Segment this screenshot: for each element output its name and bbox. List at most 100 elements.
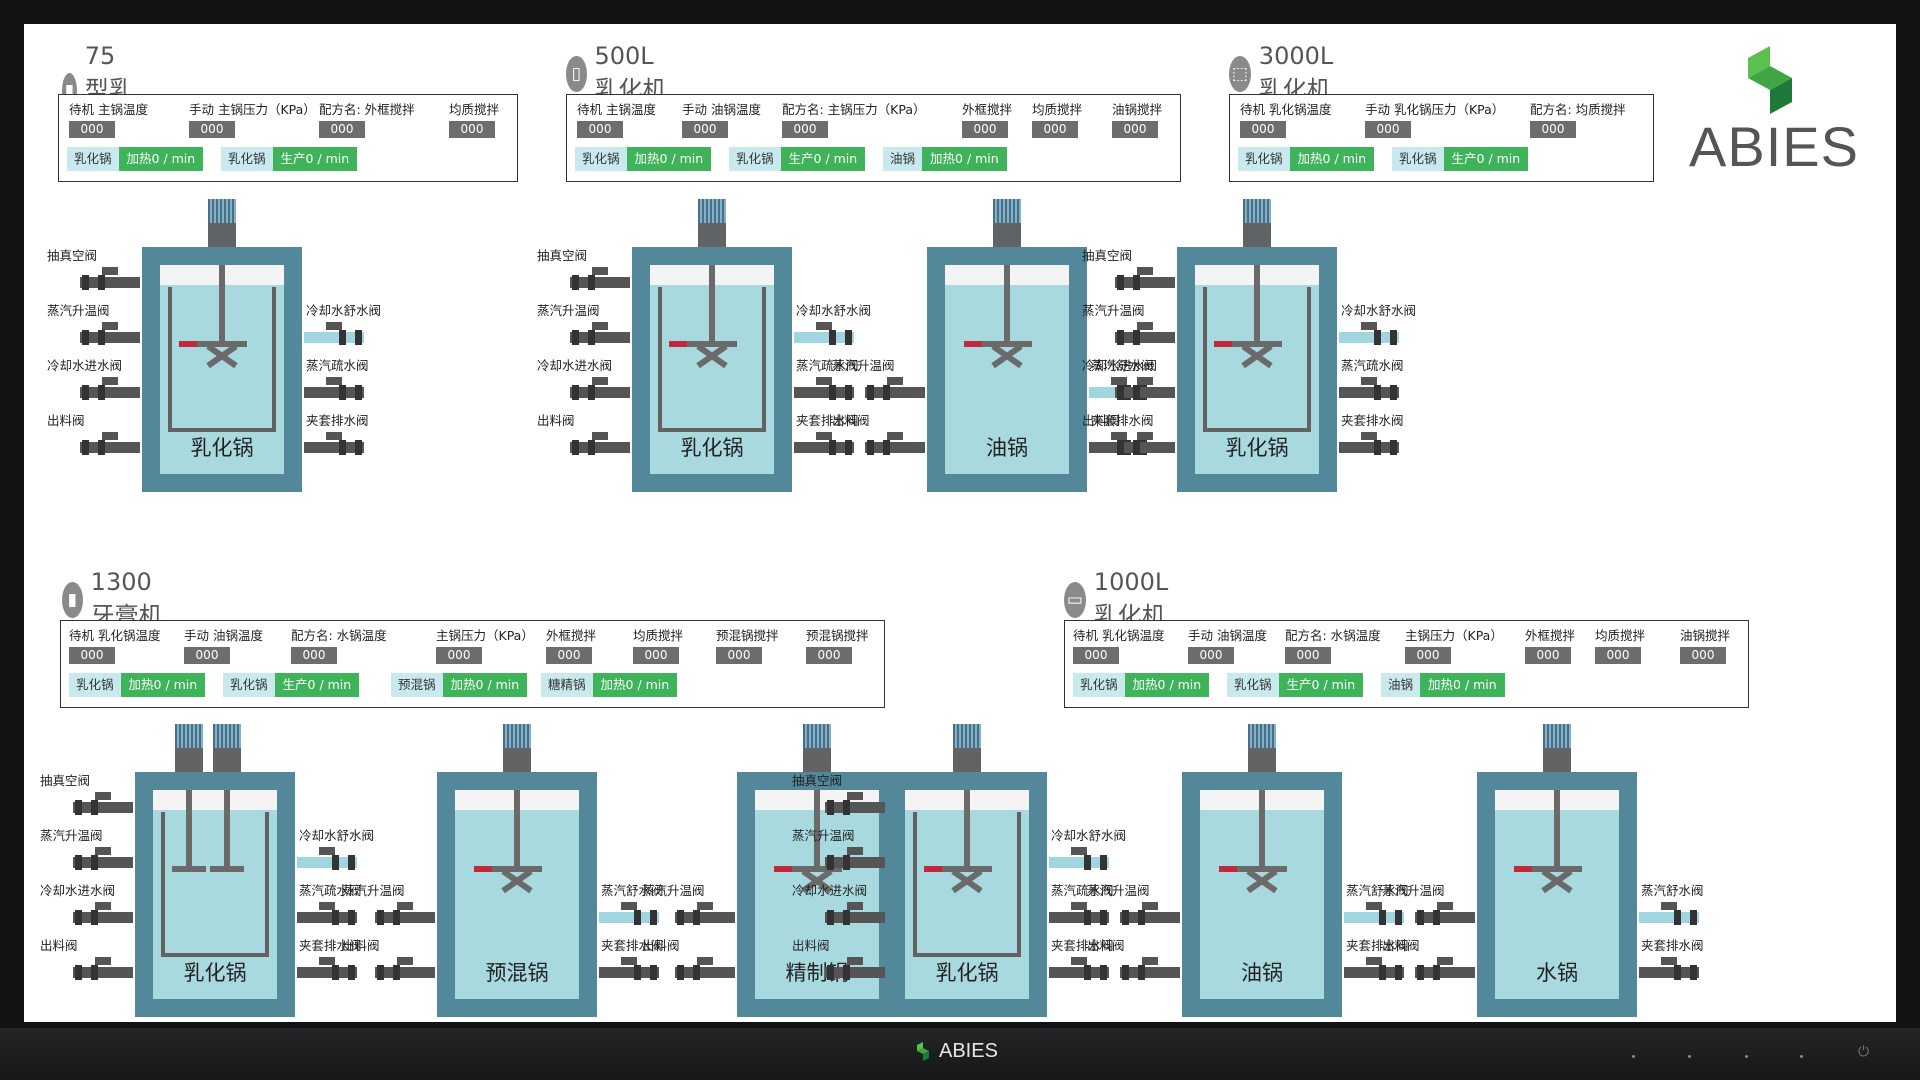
status-chip[interactable]: 油锅加热0 / min	[1381, 673, 1505, 697]
field-value[interactable]: 000	[806, 647, 852, 664]
valve-flange	[1690, 965, 1697, 980]
status-chip[interactable]: 乳化锅生产0 / min	[221, 147, 358, 171]
valve-icon[interactable]	[599, 957, 659, 987]
valve-icon[interactable]	[1344, 902, 1404, 932]
field-value[interactable]: 000	[1032, 121, 1078, 138]
valve-icon[interactable]	[73, 792, 133, 822]
field-value[interactable]: 000	[189, 121, 235, 138]
status-chip[interactable]: 乳化锅加热0 / min	[575, 147, 712, 171]
field-label: 主锅压力（KPa）	[436, 628, 534, 643]
field-value[interactable]: 000	[682, 121, 728, 138]
status-chip[interactable]: 乳化锅生产0 / min	[1392, 147, 1529, 171]
valve-icon[interactable]	[794, 322, 854, 352]
field-value[interactable]: 000	[1405, 647, 1451, 664]
valve-icon[interactable]	[80, 267, 140, 297]
valve-icon[interactable]	[1120, 957, 1180, 987]
field-value[interactable]: 000	[1073, 647, 1119, 664]
field-value[interactable]: 000	[546, 647, 592, 664]
valve-icon[interactable]	[73, 957, 133, 987]
field-value[interactable]: 000	[1365, 121, 1411, 138]
valve-icon[interactable]	[825, 792, 885, 822]
valve-icon[interactable]	[304, 432, 364, 462]
valve-icon[interactable]	[599, 902, 659, 932]
field-value[interactable]: 000	[962, 121, 1008, 138]
field-value[interactable]: 000	[184, 647, 230, 664]
valve-icon[interactable]	[375, 957, 435, 987]
valve-icon[interactable]	[1049, 902, 1109, 932]
field-value[interactable]: 000	[577, 121, 623, 138]
valve-icon[interactable]	[375, 902, 435, 932]
status-chip[interactable]: 乳化锅生产0 / min	[223, 673, 360, 697]
field-value[interactable]: 000	[1240, 121, 1286, 138]
valve-icon[interactable]	[1049, 847, 1109, 877]
field-value[interactable]: 000	[1530, 121, 1576, 138]
valve-icon[interactable]	[1339, 432, 1399, 462]
valve-icon[interactable]	[570, 267, 630, 297]
valve-icon[interactable]	[80, 432, 140, 462]
field-value[interactable]: 000	[1525, 647, 1571, 664]
valve-icon[interactable]	[80, 322, 140, 352]
valve-icon[interactable]	[1339, 377, 1399, 407]
valve-icon[interactable]	[80, 377, 140, 407]
valve-icon[interactable]	[1115, 322, 1175, 352]
valve-icon[interactable]	[1339, 322, 1399, 352]
valve-icon[interactable]	[297, 847, 357, 877]
field-value[interactable]: 000	[69, 121, 115, 138]
status-chip[interactable]: 乳化锅生产0 / min	[729, 147, 866, 171]
field-value[interactable]: 000	[1285, 647, 1331, 664]
valve-icon[interactable]	[865, 432, 925, 462]
status-chip[interactable]: 乳化锅生产0 / min	[1227, 673, 1364, 697]
field-value[interactable]: 000	[291, 647, 337, 664]
valve-icon[interactable]	[1639, 957, 1699, 987]
valve-icon[interactable]	[304, 377, 364, 407]
valve-icon[interactable]	[825, 902, 885, 932]
status-chip[interactable]: 预混锅加热0 / min	[391, 673, 528, 697]
valve-icon[interactable]	[1120, 902, 1180, 932]
valve-icon[interactable]	[73, 902, 133, 932]
valve-icon[interactable]	[1049, 957, 1109, 987]
valve-icon[interactable]	[794, 377, 854, 407]
status-chip[interactable]: 油锅加热0 / min	[883, 147, 1007, 171]
valve-icon[interactable]	[1344, 957, 1404, 987]
valve-icon[interactable]	[1115, 432, 1175, 462]
valve-icon[interactable]	[825, 847, 885, 877]
valve-icon[interactable]	[865, 377, 925, 407]
valve-icon[interactable]	[304, 322, 364, 352]
valve-icon[interactable]	[1415, 902, 1475, 932]
power-icon[interactable]: ⏻	[1858, 1044, 1870, 1060]
field-value[interactable]: 000	[436, 647, 482, 664]
valve-icon[interactable]	[570, 322, 630, 352]
valve-flange	[1133, 275, 1140, 290]
field-value[interactable]: 000	[782, 121, 828, 138]
valve-icon[interactable]	[1115, 267, 1175, 297]
valve-icon[interactable]	[794, 432, 854, 462]
status-chip[interactable]: 乳化锅加热0 / min	[1238, 147, 1375, 171]
valve-icon[interactable]	[570, 377, 630, 407]
field-value[interactable]: 000	[633, 647, 679, 664]
tank-interior	[160, 265, 284, 474]
field-value[interactable]: 000	[716, 647, 762, 664]
field-value[interactable]: 000	[69, 647, 115, 664]
valve-icon[interactable]	[1115, 377, 1175, 407]
valve-icon[interactable]	[675, 957, 735, 987]
field-value[interactable]: 000	[1680, 647, 1726, 664]
status-chip[interactable]: 乳化锅加热0 / min	[69, 673, 206, 697]
field-value[interactable]: 000	[319, 121, 365, 138]
status-chip[interactable]: 乳化锅加热0 / min	[1073, 673, 1210, 697]
valve-icon[interactable]	[1639, 902, 1699, 932]
field-value[interactable]: 000	[1595, 647, 1641, 664]
valve-icon[interactable]	[297, 902, 357, 932]
valve-icon[interactable]	[73, 847, 133, 877]
valve-icon[interactable]	[1415, 957, 1475, 987]
status-chip[interactable]: 乳化锅加热0 / min	[67, 147, 204, 171]
valve-icon[interactable]	[675, 902, 735, 932]
field-value[interactable]: 000	[1188, 647, 1234, 664]
field-value[interactable]: 000	[449, 121, 495, 138]
valve-icon[interactable]	[297, 957, 357, 987]
valve-icon[interactable]	[570, 432, 630, 462]
status-chip[interactable]: 糖精锅加热0 / min	[541, 673, 678, 697]
field-value[interactable]: 000	[1112, 121, 1158, 138]
valve-icon[interactable]	[825, 957, 885, 987]
valve-label: 出料阀	[1082, 413, 1120, 428]
